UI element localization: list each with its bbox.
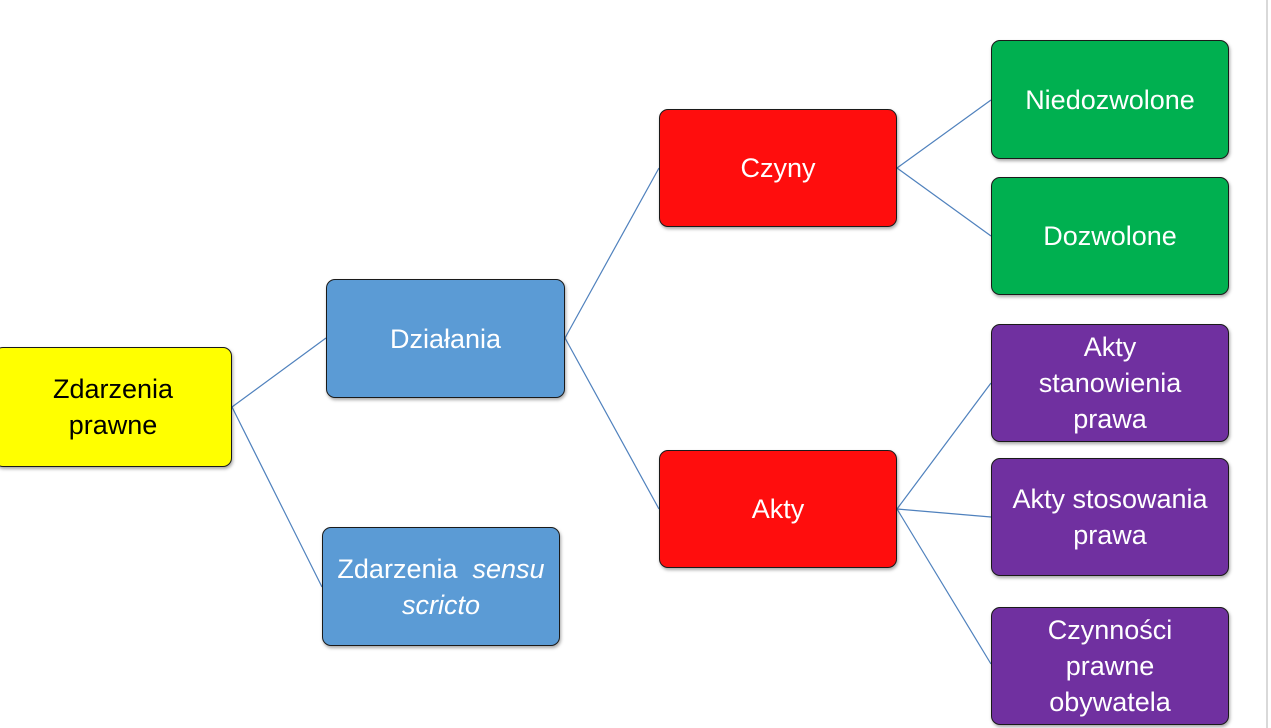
connector-akty-czynnosci (896, 508, 992, 665)
connector-czyny-dozwolone (896, 167, 992, 237)
label-word-italic: scricto (401, 589, 480, 620)
connector-root-sensu-stricto (231, 406, 323, 588)
label-word: Zdarzenia (337, 553, 458, 584)
connector-dzialania-akty (564, 337, 660, 510)
connector-akty-stosowania (896, 508, 992, 518)
node-dzialania[interactable]: Działania (326, 279, 565, 398)
node-czynnosci-prawne-obywatela-label: Czynności prawne obywatela (1048, 612, 1173, 720)
node-dozwolone[interactable]: Dozwolone (991, 177, 1229, 295)
label-word-italic: sensu (472, 553, 545, 584)
node-akty-label: Akty (751, 494, 805, 524)
label-line: Akty stosowania (1012, 484, 1208, 514)
node-akty[interactable]: Akty (659, 450, 897, 568)
node-zdarzenia-prawne[interactable]: Zdarzenia prawne (0, 347, 232, 467)
node-czynnosci-prawne-obywatela[interactable]: Czynności prawne obywatela (991, 607, 1229, 725)
connector-dzialania-czyny (564, 167, 660, 339)
node-niedozwolone[interactable]: Niedozwolone (991, 40, 1229, 159)
node-zdarzenia-sensu-stricto-label: Zdarzenia sensu scricto (337, 551, 544, 623)
node-czyny[interactable]: Czyny (659, 109, 897, 227)
label-line: Czynności (1047, 615, 1173, 645)
window-edge (1266, 0, 1268, 728)
node-dzialania-label: Działania (389, 323, 502, 354)
node-akty-stanowienia-prawa-label: Akty stanowienia prawa (1039, 329, 1182, 437)
node-akty-stanowienia-prawa[interactable]: Akty stanowienia prawa (991, 324, 1229, 442)
label-line: prawa (1073, 404, 1147, 434)
label-line: obywatela (1049, 687, 1171, 717)
node-dozwolone-label: Dozwolone (1043, 221, 1177, 251)
connector-czyny-niedozwolone (896, 99, 992, 169)
node-zdarzenia-prawne-label: Zdarzenia prawne (53, 371, 173, 443)
connector-akty-stanowienia (896, 382, 992, 510)
label-line: Zdarzenia (52, 374, 174, 404)
label-line: prawne (1065, 651, 1155, 681)
node-zdarzenia-sensu-stricto[interactable]: Zdarzenia sensu scricto (322, 527, 560, 646)
label-line: Zdarzenia sensu (337, 551, 544, 587)
node-akty-stosowania-prawa[interactable]: Akty stosowania prawa (991, 458, 1229, 576)
label-line: prawa (1073, 520, 1147, 550)
label-line: Akty (1083, 332, 1137, 362)
connector-root-dzialania (231, 337, 327, 408)
node-akty-stosowania-prawa-label: Akty stosowania prawa (1012, 481, 1207, 553)
node-niedozwolone-label: Niedozwolone (1025, 84, 1195, 115)
node-czyny-label: Czyny (740, 153, 816, 183)
label-line: prawne (68, 410, 158, 440)
label-line: stanowienia (1038, 368, 1182, 398)
